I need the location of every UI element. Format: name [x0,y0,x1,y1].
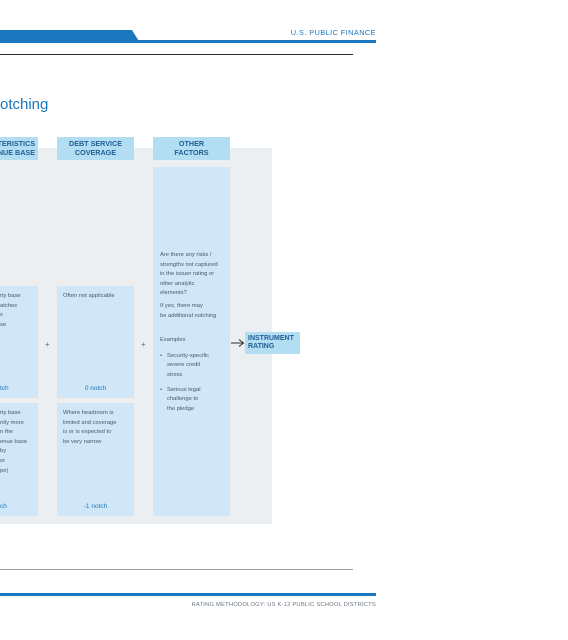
cell-line: in the issuer rating or [160,271,215,278]
examples-label: Examples [160,337,186,344]
cell-line: limited and coverage [63,419,117,426]
cell-line: Serious legal [167,386,201,393]
cell-line: rty base [0,293,21,299]
list-item: Security-specific severe credit stress [160,352,226,381]
condition-block: If yes, there may be additional notching [160,302,226,321]
notch-label: -1 notch [83,503,108,511]
result-line: RATING [248,343,275,351]
cell-line: strengths not captured [160,261,218,268]
cell-line: atches [0,302,18,309]
cell-line: enue base [0,438,28,445]
footer-rule [0,569,353,570]
cell-line: s [0,312,3,319]
cell-line: se [0,321,7,328]
header-rule [0,54,353,55]
column-header-line: OTHER [178,139,205,149]
column-header-line: COVERAGE [74,147,117,157]
list-item: Serious legal challenge to the pledge [160,386,226,415]
column-header-revenue-base: TERISTICS NUE BASE [0,137,38,160]
cell-line: pe) [0,467,9,474]
column-header-debt-service-coverage: DEBT SERVICE COVERAGE [57,137,134,160]
examples-list: Security-specific severe credit stress S… [160,352,226,415]
cell-line: Are there any risks / [160,252,212,258]
revenue-base-cell-upper: rty base atches s se tch [0,286,38,398]
notch-label: ch [0,503,7,511]
cell-line: Often not applicable [63,293,115,299]
cell-line: is or is expected to [63,429,112,436]
cell-line: severe credit [167,362,201,369]
instrument-rating-box: INSTRUMENT RATING [245,332,300,354]
cell-line: or [0,457,6,464]
coverage-cell-lower: Where headroom is limited and coverage i… [57,403,134,516]
footer-label: RATING METHODOLOGY: US K-12 PUBLIC SCHOO… [191,602,376,608]
other-factors-cell: Are there any risks / strengths not capt… [153,167,230,516]
plus-operator: + [141,340,146,349]
diagram-panel [0,148,272,524]
revenue-base-cell-lower: rty base ntly more n the enue base by or… [0,403,38,516]
cell-line: be very narrow [63,438,102,445]
question-block: Are there any risks / strengths not capt… [160,251,226,299]
cell-line: challenge to [167,396,199,403]
header-accent-bar [0,40,376,43]
column-header-other-factors: OTHER FACTORS [153,137,230,160]
cell-line: by [0,448,7,455]
column-header-line: NUE BASE [0,147,35,157]
notch-label: tch [0,385,9,393]
column-header-line: TERISTICS [0,139,35,149]
column-header-line: FACTORS [174,147,209,157]
cell-line: Security-specific [167,352,210,359]
cell-line: other analytic [160,280,195,287]
cell-line: rty base [0,410,21,416]
cell-line: If yes, there may [160,302,203,309]
plus-operator: + [45,340,50,349]
column-header-line: DEBT SERVICE [69,139,122,149]
notch-label: 0 notch [84,385,107,393]
cell-line: elements? [160,290,187,297]
cell-line: the pledge [167,405,195,412]
cell-line: stress [167,371,183,378]
header-accent-tab [0,30,140,43]
cell-line: n the [0,429,13,436]
section-label: U.S. PUBLIC FINANCE [290,28,376,37]
right-arrow-icon [231,339,245,347]
coverage-cell-upper: Often not applicable 0 notch [57,286,134,398]
footer-accent-bar [0,593,376,596]
result-line: INSTRUMENT [248,335,294,342]
cell-line: be additional notching [160,312,217,319]
cell-line: ntly more [0,419,24,426]
cell-line: Where headroom is [63,410,114,416]
exhibit-heading: otching [0,96,49,113]
